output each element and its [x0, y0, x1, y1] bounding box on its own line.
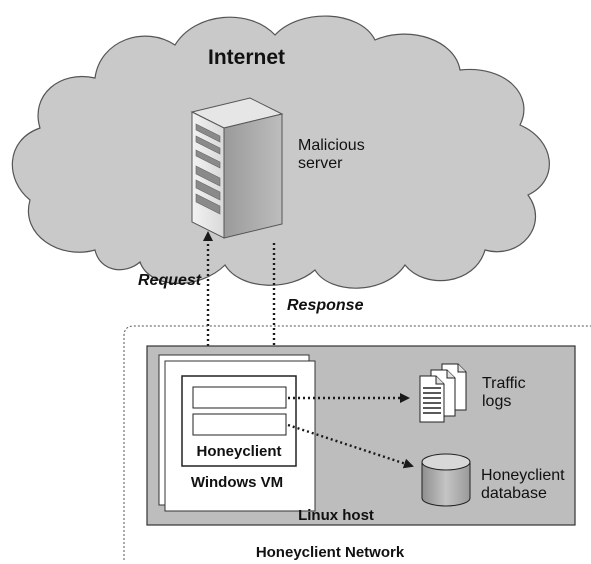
server-label-line1: Malicious — [298, 137, 365, 154]
database-arrow — [287, 423, 414, 469]
windows-vm-label: Windows VM — [191, 474, 283, 491]
database-icon — [421, 453, 471, 507]
traffic-logs-label-line1: Traffic — [482, 375, 526, 392]
response-label: Response — [287, 297, 364, 314]
honeyclient-network-boundary — [123, 325, 591, 560]
honeyclient-field-2 — [192, 413, 287, 436]
traffic-logs-label-line2: logs — [482, 393, 511, 410]
traffic-logs-icon — [419, 363, 467, 423]
honeyclient-label: Honeyclient — [196, 443, 281, 460]
database-label-line2: database — [481, 485, 547, 502]
honeyclient-window — [181, 375, 297, 467]
request-label: Request — [138, 272, 202, 289]
honeyclient-field-1 — [192, 386, 287, 409]
honeyclient-network-label: Honeyclient Network — [256, 544, 405, 561]
linux-host-label: Linux host — [298, 507, 374, 524]
server-label-line2: server — [298, 155, 343, 172]
database-label-line1: Honeyclient — [481, 467, 565, 484]
server-icon — [190, 97, 284, 239]
internet-label: Internet — [208, 46, 285, 69]
